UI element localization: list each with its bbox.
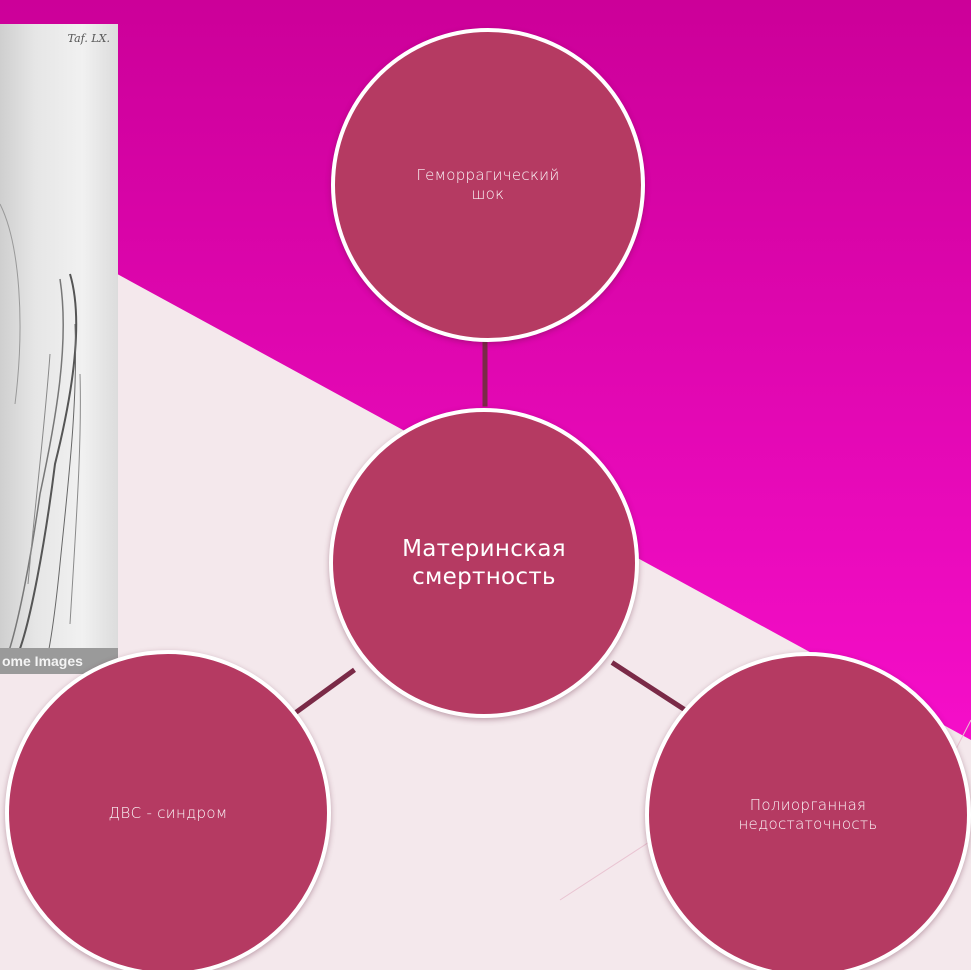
plate-label: Taf. LX.	[68, 32, 110, 45]
node-left-label: ДВС - синдром	[109, 804, 228, 823]
node-top[interactable]: Геморрагический шок	[331, 28, 645, 342]
node-top-label: Геморрагический шок	[416, 166, 559, 204]
node-center-label: Материнская смертность	[402, 535, 566, 591]
engraving-image: Taf. LX. ome Images	[0, 24, 118, 674]
node-left[interactable]: ДВС - синдром	[5, 650, 331, 970]
engraving-drawing	[0, 24, 118, 674]
node-right[interactable]: Полиорганная недостаточность	[645, 652, 971, 970]
node-center[interactable]: Материнская смертность	[329, 408, 639, 718]
node-right-label: Полиорганная недостаточность	[738, 796, 877, 834]
connector-top	[483, 341, 488, 407]
